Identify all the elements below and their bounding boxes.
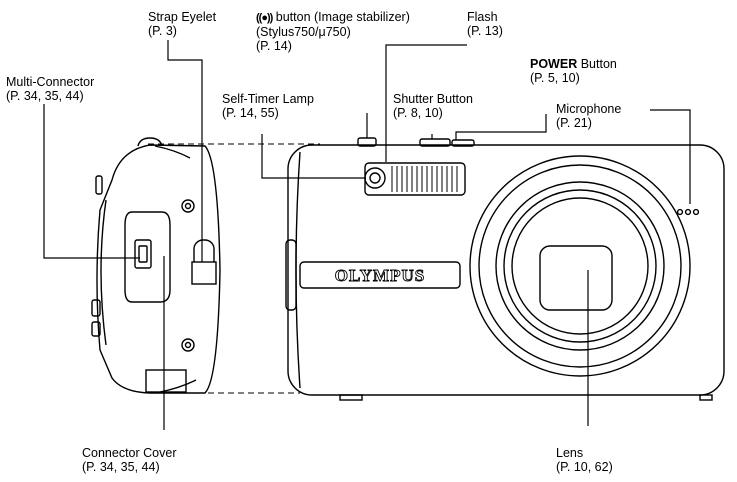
leader-power — [455, 114, 547, 140]
label-strap-eyelet: Strap Eyelet (P. 3) — [148, 10, 216, 38]
label-connector-cover-name: Connector Cover — [82, 446, 177, 460]
camera-brand: OLYMPUS — [335, 266, 425, 285]
label-image-stabilizer: ((●)) button (Image stabilizer) (Stylus7… — [256, 10, 410, 53]
label-multi-connector-name: Multi-Connector — [6, 75, 95, 89]
label-power-bold: POWER — [530, 57, 578, 71]
image-stabilizer-icon: ((●)) — [256, 12, 273, 24]
label-shutter-ref: (P. 8, 10) — [393, 106, 443, 120]
camera-side-view — [91, 137, 221, 394]
leader-flash — [385, 44, 467, 162]
label-flash: Flash (P. 13) — [467, 10, 503, 38]
leader-microphone — [650, 109, 691, 204]
label-multi-connector: Multi-Connector (P. 34, 35, 44) — [6, 75, 94, 103]
label-stabilizer-ref: (P. 14) — [256, 39, 292, 53]
label-connector-cover-ref: (P. 34, 35, 44) — [82, 460, 160, 474]
label-self-timer-lamp: Self-Timer Lamp (P. 14, 55) — [222, 92, 314, 120]
label-power-rest: Button — [577, 57, 617, 71]
label-stabilizer-model: (Stylus750/μ750) — [256, 25, 351, 39]
label-flash-ref: (P. 13) — [467, 24, 503, 38]
leader-self-timer — [261, 134, 366, 179]
camera-front-view — [285, 137, 725, 401]
label-power-ref: (P. 5, 10) — [530, 71, 580, 85]
label-strap-eyelet-name: Strap Eyelet — [148, 10, 217, 24]
label-lens: Lens (P. 10, 62) — [556, 446, 613, 474]
label-self-timer-ref: (P. 14, 55) — [222, 106, 279, 120]
label-power-button: POWER Button (P. 5, 10) — [530, 57, 617, 85]
label-strap-eyelet-ref: (P. 3) — [148, 24, 177, 38]
label-connector-cover: Connector Cover (P. 34, 35, 44) — [82, 446, 177, 474]
label-shutter-button: Shutter Button (P. 8, 10) — [393, 92, 473, 120]
label-self-timer-name: Self-Timer Lamp — [222, 92, 314, 106]
label-flash-name: Flash — [467, 10, 498, 24]
label-microphone-name: Microphone — [556, 102, 622, 116]
label-microphone-ref: (P. 21) — [556, 116, 592, 130]
leader-strap-eyelet — [167, 40, 203, 262]
leader-multi-connector — [43, 104, 140, 259]
label-lens-name: Lens — [556, 446, 584, 460]
leader-lines — [43, 40, 691, 430]
label-microphone: Microphone (P. 21) — [556, 102, 621, 130]
label-multi-connector-ref: (P. 34, 35, 44) — [6, 89, 84, 103]
label-shutter-name: Shutter Button — [393, 92, 473, 106]
label-stabilizer-name: button (Image stabilizer) — [272, 10, 410, 24]
label-lens-ref: (P. 10, 62) — [556, 460, 613, 474]
